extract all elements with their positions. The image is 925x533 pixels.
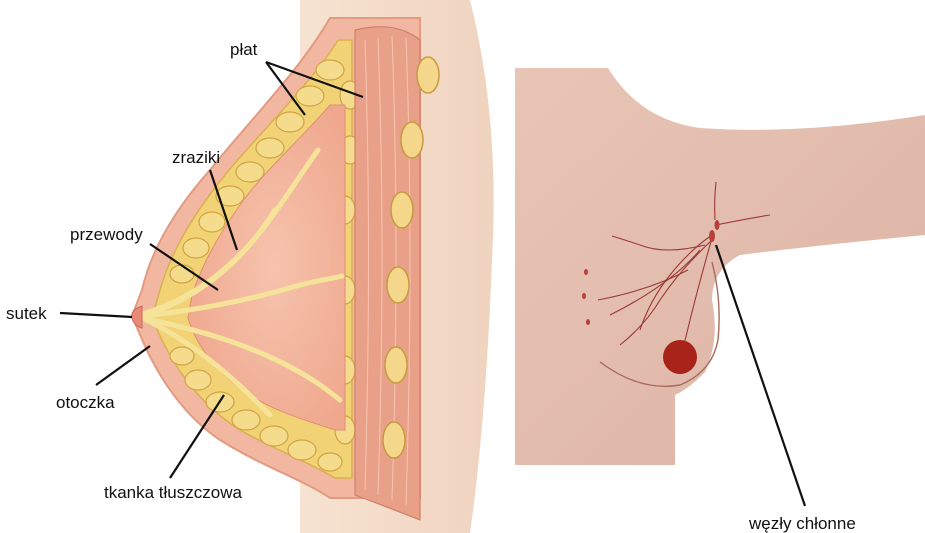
label-otoczka: otoczka <box>56 393 115 412</box>
nipple <box>132 306 142 328</box>
label-tkanka-tluszczowa: tkanka tłuszczowa <box>104 483 242 502</box>
label-plat: płat <box>230 40 258 59</box>
armpit-illustration <box>515 68 925 465</box>
leader-wezly <box>716 245 805 506</box>
leader-sutek <box>60 313 132 317</box>
tumor <box>663 340 697 374</box>
leader-otoczka <box>96 346 150 385</box>
label-zraziki: zraziki <box>172 148 220 167</box>
torso-and-arm <box>515 68 925 465</box>
label-wezly-chlonne: węzły chłonne <box>748 514 856 533</box>
label-sutek: sutek <box>6 304 47 323</box>
label-przewody: przewody <box>70 225 143 244</box>
